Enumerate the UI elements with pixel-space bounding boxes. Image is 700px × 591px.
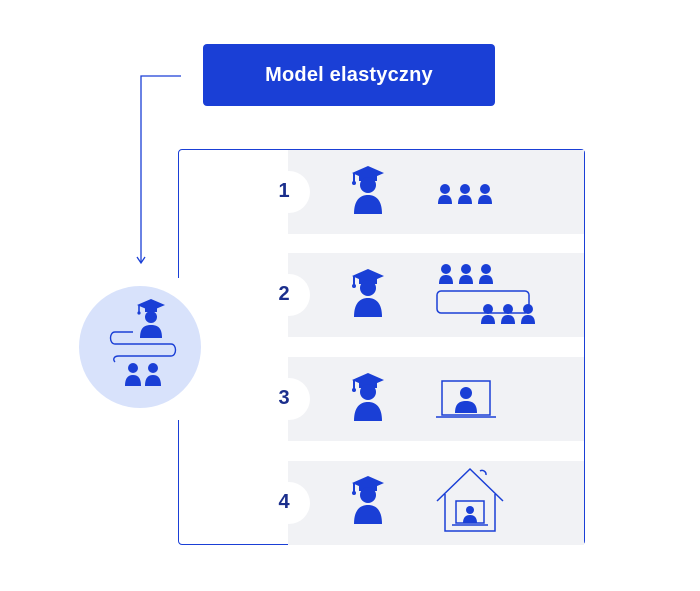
home-remote-learning-icon <box>436 467 504 532</box>
teacher-to-students-flow-icon <box>109 299 177 386</box>
title-box: Model elastyczny <box>203 44 495 106</box>
two-groups-split-icon <box>436 264 535 324</box>
page-title: Model elastyczny <box>265 63 433 86</box>
teacher-icon <box>352 166 385 215</box>
option-row-3 <box>288 357 584 441</box>
option-row-4 <box>288 461 584 545</box>
option-row-1 <box>288 150 584 234</box>
row-number-4: 4 <box>278 491 290 513</box>
row-number-1: 1 <box>278 180 290 202</box>
teacher-icon <box>352 269 385 318</box>
row-number-3: 3 <box>278 387 290 409</box>
online-student-monitor-icon <box>436 380 496 418</box>
group-of-three-students-icon <box>438 184 492 204</box>
row-number-2: 2 <box>278 283 290 305</box>
teacher-icon <box>352 476 385 525</box>
teacher-icon <box>352 373 385 422</box>
side-summary-circle <box>79 286 201 408</box>
